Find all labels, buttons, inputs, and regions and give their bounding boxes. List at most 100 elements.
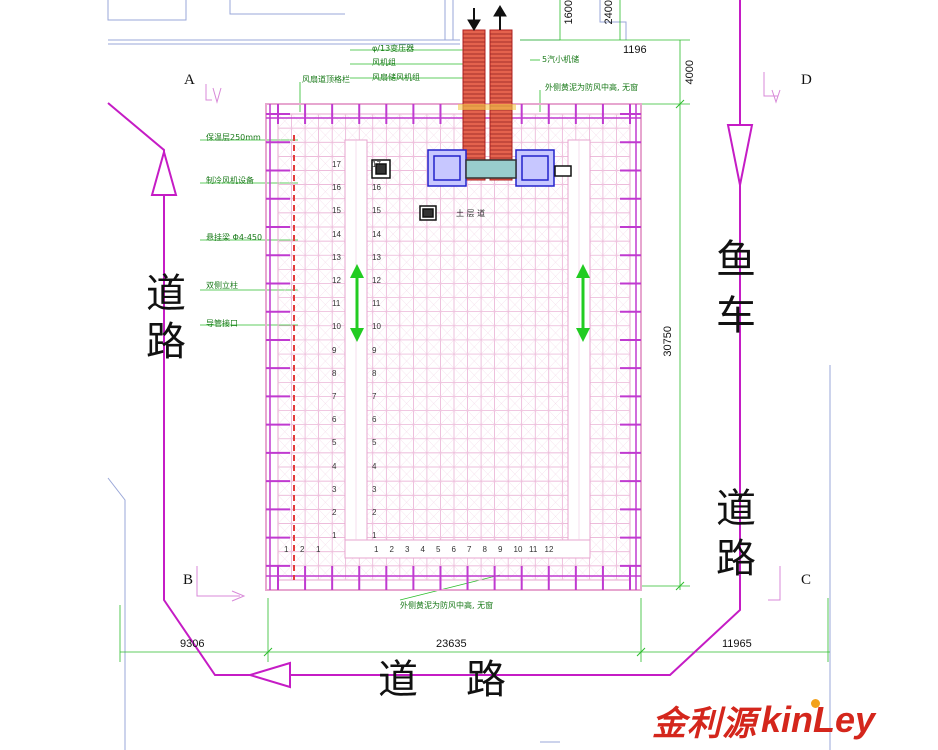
grid-diagonal — [332, 353, 346, 369]
grid-diagonal — [318, 156, 333, 171]
grid-diagonal — [440, 269, 455, 284]
grid-diagonal — [372, 198, 387, 213]
row-label: 1 — [332, 531, 337, 541]
grid-diagonal — [440, 283, 455, 298]
grid-diagonal — [602, 353, 617, 369]
grid-diagonal — [480, 198, 495, 213]
grid-diagonal — [494, 198, 509, 213]
grid-diagonal — [480, 495, 495, 510]
grid-diagonal — [332, 551, 346, 567]
grid-diagonal — [602, 565, 617, 581]
grid-diagonal — [616, 269, 631, 284]
grid-diagonal — [589, 509, 604, 524]
grid-diagonal — [480, 226, 495, 242]
grid-diagonal — [399, 452, 414, 468]
grid-diagonal — [386, 382, 400, 397]
grid-diagonal — [426, 353, 441, 369]
grid-diagonal — [304, 396, 319, 411]
grid-diagonal — [453, 269, 468, 284]
grid-diagonal — [589, 198, 604, 213]
grid-diagonal — [332, 537, 346, 552]
grid-diagonal — [372, 311, 387, 326]
grid-diagonal — [304, 481, 319, 496]
grid-diagonal — [277, 509, 292, 524]
grid-diagonal — [508, 396, 522, 411]
grid-diagonal — [467, 339, 482, 355]
grid-diagonal — [480, 410, 495, 425]
grid-diagonal — [548, 311, 563, 326]
grid-diagonal — [535, 410, 549, 425]
grid-diagonal — [589, 226, 604, 242]
grid-diagonal — [372, 466, 387, 482]
grid-diagonal — [480, 565, 495, 581]
row-label: 16 — [332, 183, 341, 193]
grid-diagonal — [535, 113, 549, 129]
grid-diagonal — [548, 410, 563, 425]
row-label: 14 — [372, 229, 381, 239]
grid-diagonal — [413, 127, 428, 143]
grid-diagonal — [616, 396, 631, 411]
road-path — [107, 0, 754, 689]
annotation-top-right1: 5汽小机储 — [542, 55, 580, 64]
conveyors — [458, 29, 516, 181]
grid-diagonal — [304, 565, 319, 581]
grid-diagonal — [277, 226, 292, 242]
grid-diagonal — [548, 198, 563, 213]
grid-diagonal — [494, 311, 509, 326]
grid-diagonal — [277, 283, 292, 298]
grid-diagonal — [426, 226, 441, 242]
grid-diagonal — [467, 269, 482, 284]
grid-diagonal — [521, 240, 536, 256]
grid-diagonal — [453, 410, 468, 425]
grid-diagonal — [440, 297, 455, 312]
grid-diagonal — [277, 127, 292, 143]
grid-diagonal — [318, 466, 333, 482]
grid-diagonal — [277, 523, 292, 538]
annotation-top-c: 风扇储风机组 — [372, 73, 420, 82]
grid-diagonal — [399, 565, 414, 581]
grid-diagonal — [480, 466, 495, 482]
grid-diagonal — [386, 565, 400, 581]
grid-diagonal — [616, 311, 631, 326]
grid-diagonal — [277, 466, 292, 482]
grid-diagonal — [508, 240, 522, 256]
grid-diagonal — [616, 551, 631, 567]
grid-diagonal — [399, 339, 414, 355]
grid-diagonal — [359, 565, 373, 581]
grid-diagonal — [399, 353, 414, 369]
grid-diagonal — [318, 311, 333, 326]
grid-diagonal — [453, 438, 468, 454]
grid-diagonal — [304, 198, 319, 213]
row-label: 8 — [372, 368, 377, 378]
grid-diagonal — [399, 198, 414, 213]
grid-diagonal — [399, 255, 414, 270]
grid-diagonal — [318, 325, 333, 341]
grid-diagonal — [332, 396, 346, 411]
grid-diagonal — [548, 565, 563, 581]
green-double-arrows — [350, 264, 590, 342]
grid-diagonal — [508, 255, 522, 270]
grid-diagonal — [589, 113, 604, 129]
machines — [371, 149, 572, 221]
grid-diagonal — [521, 297, 536, 312]
bottom-number: 2 — [300, 545, 305, 554]
grid-diagonal — [372, 127, 387, 143]
grid-diagonal — [277, 240, 292, 256]
bottom-number: 9 — [498, 545, 503, 554]
grid-diagonal — [318, 269, 333, 284]
grid-diagonal — [386, 184, 400, 199]
grid-diagonal — [535, 424, 549, 439]
row-label: 4 — [332, 461, 337, 471]
grid-diagonal — [562, 565, 576, 581]
grid-diagonal — [304, 297, 319, 312]
grid-diagonal — [426, 297, 441, 312]
point-label-b: B — [183, 572, 194, 588]
grid-diagonal — [467, 184, 482, 199]
grid-diagonal — [548, 212, 563, 228]
grid-diagonal — [616, 495, 631, 510]
grid-diagonal — [602, 297, 617, 312]
grid-diagonal — [318, 283, 333, 298]
grid-diagonal — [548, 466, 563, 482]
grid-diagonal — [494, 297, 509, 312]
grid-diagonal — [277, 198, 292, 213]
